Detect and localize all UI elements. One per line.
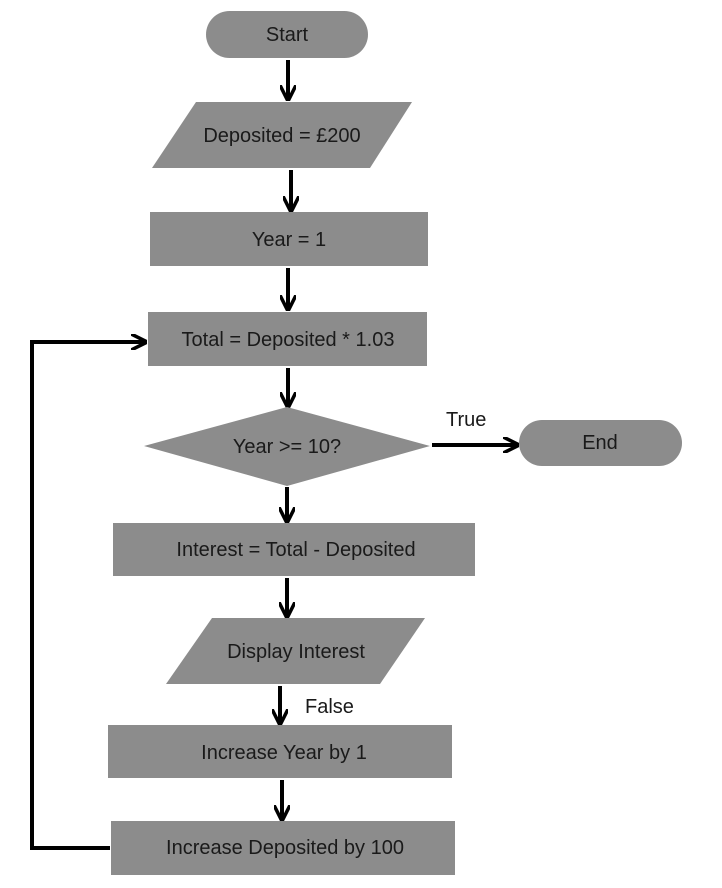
false-label: False bbox=[305, 696, 354, 718]
total-calc-label: Total = Deposited * 1.03 bbox=[182, 329, 395, 351]
start-shape bbox=[206, 11, 368, 58]
year-init-label: Year = 1 bbox=[252, 229, 326, 251]
edge-loop-back bbox=[30, 342, 144, 850]
year-init-shape bbox=[150, 212, 428, 266]
display-interest-label: Display Interest bbox=[227, 641, 365, 663]
year-check-label: Year >= 10? bbox=[233, 436, 341, 458]
display-interest-node[interactable]: Display Interest bbox=[166, 618, 425, 684]
increase-deposited-node[interactable]: Increase Deposited by 100 bbox=[111, 821, 455, 875]
start-label: Start bbox=[266, 24, 309, 46]
year-check-node[interactable]: Year >= 10? bbox=[144, 407, 430, 486]
interest-calc-label: Interest = Total - Deposited bbox=[176, 539, 415, 561]
total-calc-node[interactable]: Total = Deposited * 1.03 bbox=[148, 312, 427, 366]
end-node[interactable]: End bbox=[519, 420, 682, 466]
start-node[interactable]: Start bbox=[206, 11, 368, 58]
interest-calc-node[interactable]: Interest = Total - Deposited bbox=[113, 523, 475, 576]
year-init-node[interactable]: Year = 1 bbox=[150, 212, 428, 266]
increase-year-shape bbox=[108, 725, 452, 778]
end-shape bbox=[519, 420, 682, 466]
true-label: True bbox=[446, 409, 486, 431]
total-calc-shape bbox=[148, 312, 427, 366]
display-interest-shape bbox=[166, 618, 425, 684]
deposited-input-label: Deposited = £200 bbox=[203, 125, 360, 147]
increase-year-label: Increase Year by 1 bbox=[201, 742, 367, 764]
increase-year-node[interactable]: Increase Year by 1 bbox=[108, 725, 452, 778]
year-check-shape bbox=[144, 407, 430, 486]
increase-deposited-label: Increase Deposited by 100 bbox=[166, 837, 404, 859]
deposited-input-node[interactable]: Deposited = £200 bbox=[152, 102, 412, 168]
interest-calc-shape bbox=[113, 523, 475, 576]
end-label: End bbox=[582, 432, 618, 454]
deposited-input-shape bbox=[152, 102, 412, 168]
increase-deposited-shape bbox=[111, 821, 455, 875]
